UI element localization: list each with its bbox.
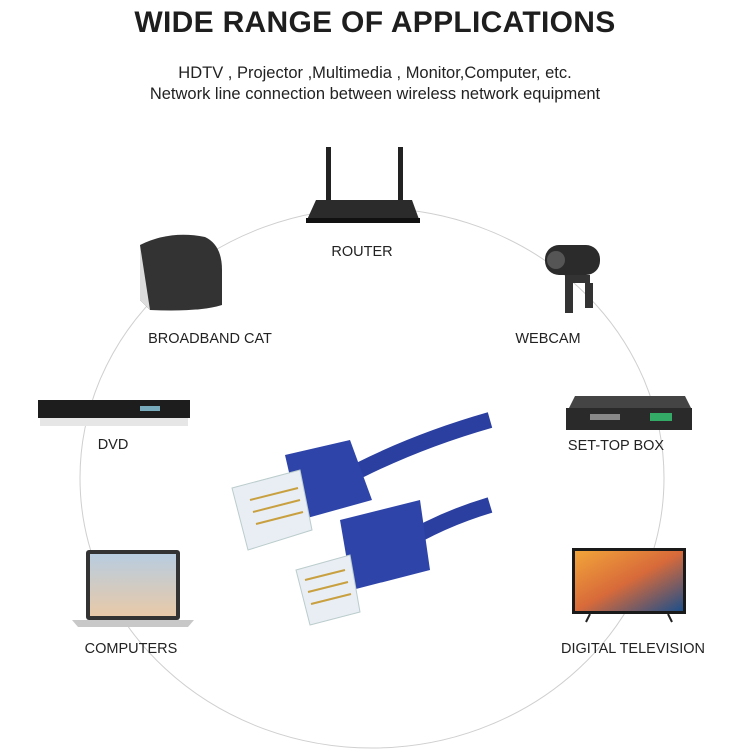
television-icon — [572, 548, 686, 623]
laptop-icon — [72, 550, 194, 627]
set-top-box-icon — [566, 396, 692, 430]
label-digital-television: DIGITAL TELEVISION — [561, 641, 705, 657]
label-set-top-box: SET-TOP BOX — [567, 438, 665, 454]
subtitle-line-2: Network line connection between wireless… — [149, 85, 601, 103]
label-webcam: WEBCAM — [515, 331, 581, 347]
dvd-player-icon — [38, 400, 190, 426]
label-computers: COMPUTERS — [84, 641, 178, 657]
subtitle-line-1: HDTV , Projector ,Multimedia , Monitor,C… — [178, 64, 572, 82]
page-title: WIDE RANGE OF APPLICATIONS — [134, 6, 616, 39]
router-icon — [306, 147, 420, 223]
label-router: ROUTER — [331, 244, 393, 260]
broadband-modem-icon — [140, 234, 222, 311]
label-dvd: DVD — [97, 437, 129, 453]
label-broadband-cat: BROADBAND CAT — [148, 331, 272, 347]
webcam-icon — [545, 245, 600, 313]
ethernet-cable-icon — [231, 412, 493, 626]
